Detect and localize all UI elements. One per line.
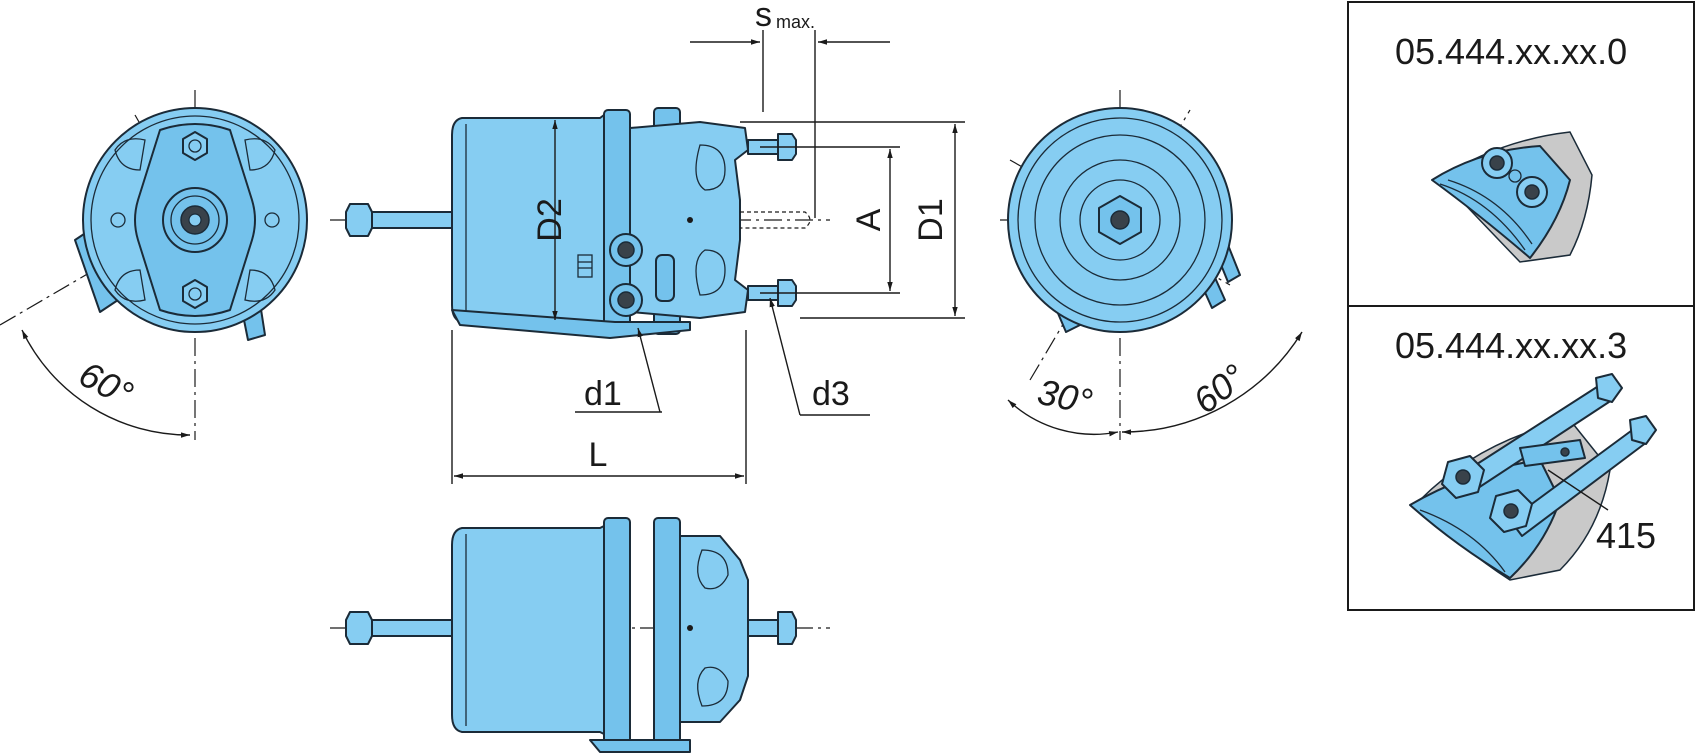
dim-label-d1-port: d1: [584, 375, 622, 413]
dim-label-d2: D2: [531, 198, 569, 241]
dim-label-l: L: [589, 436, 608, 474]
variant-code-0: 05.444.xx.xx.0: [1395, 31, 1627, 72]
right-end-view: 30° 60°: [1000, 90, 1303, 440]
dim-label-s: s: [755, 0, 772, 34]
bottom-view: [330, 517, 830, 753]
variant-3-illustration: 415: [1409, 373, 1657, 581]
angle-label-right-large: 60°: [1185, 356, 1253, 422]
variant-code-3: 05.444.xx.xx.3: [1395, 325, 1627, 366]
variant-panel: 05.444.xx.xx.0 05.444.xx.xx.3: [1347, 1, 1695, 611]
dim-label-s-sub: max.: [776, 12, 815, 32]
dim-label-d3: d3: [812, 375, 850, 413]
left-end-view: 60°: [0, 90, 308, 440]
dim-label-d1: D1: [912, 198, 950, 241]
angle-label-left: 60°: [72, 353, 139, 415]
side-view-top: D2 A D1 s max. d1 d3 L: [330, 0, 965, 484]
variant-0-illustration: [1431, 131, 1593, 263]
angle-label-right-small: 30°: [1034, 371, 1096, 422]
callout-415: 415: [1596, 515, 1656, 556]
dim-label-a: A: [850, 208, 888, 231]
